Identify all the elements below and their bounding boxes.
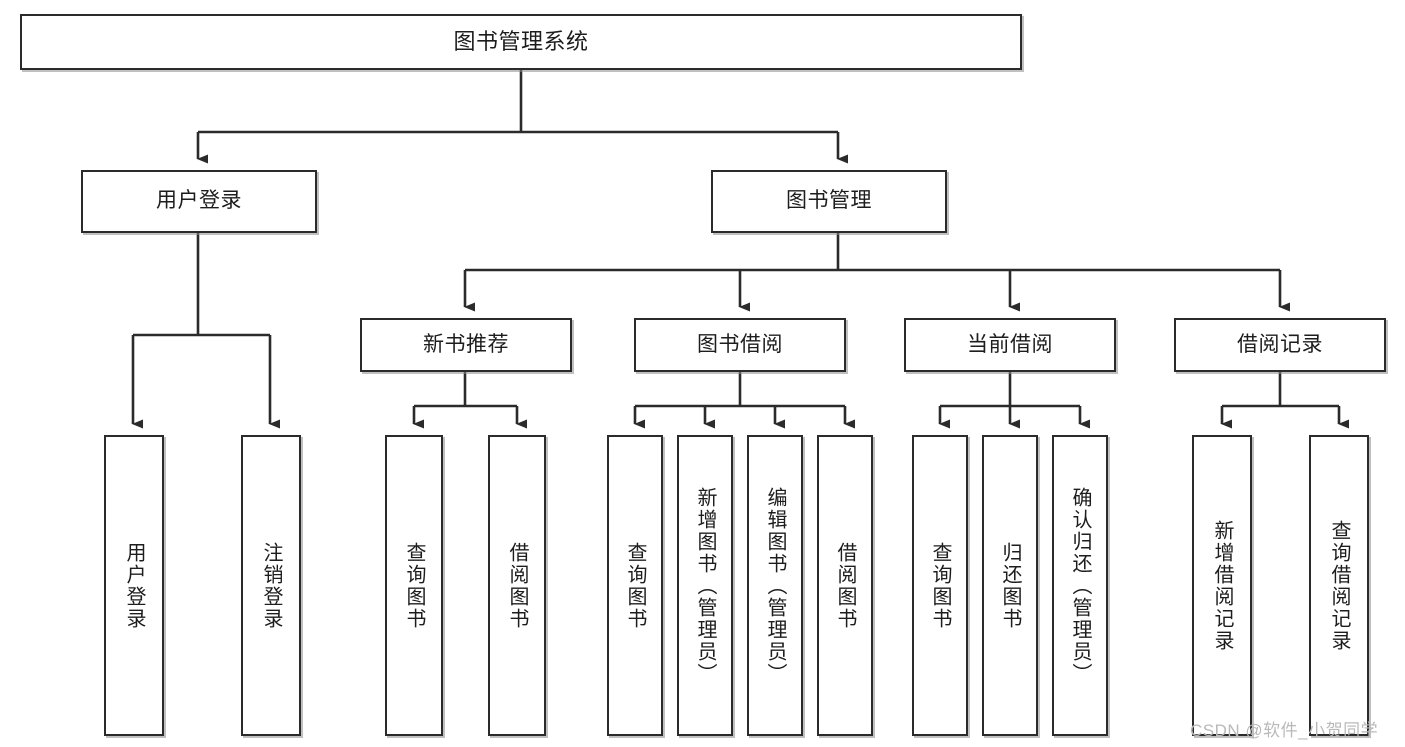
node-label: 查询图书 <box>929 541 951 630</box>
node-label: 归还图书 <box>999 541 1021 630</box>
node-label: 新书推荐 <box>423 332 509 356</box>
leaf-newbook-query-book[interactable]: 查询图书 <box>385 435 443 736</box>
node-root-system[interactable]: 图书管理系统 <box>20 14 1022 70</box>
node-label: 借阅记录 <box>1237 332 1323 356</box>
node-label: 查询借阅记录 <box>1328 519 1350 652</box>
node-label: 注销登录 <box>260 541 282 630</box>
node-label: 新增借阅记录 <box>1211 519 1233 652</box>
leaf-current-confirm-return-admin[interactable]: 确认归还（管理员） <box>1052 435 1108 736</box>
leaf-newbook-borrow-book[interactable]: 借阅图书 <box>488 435 546 736</box>
leaf-records-add-record[interactable]: 新增借阅记录 <box>1192 435 1252 736</box>
node-label: 编辑图书（管理员） <box>764 486 786 685</box>
node-borrow-records[interactable]: 借阅记录 <box>1174 318 1386 372</box>
leaf-current-return-book[interactable]: 归还图书 <box>982 435 1038 736</box>
node-label: 图书管理 <box>786 189 872 213</box>
node-label: 用户登录 <box>156 189 242 213</box>
node-user-login[interactable]: 用户登录 <box>81 170 317 233</box>
node-label: 查询图书 <box>624 541 646 630</box>
node-label: 图书管理系统 <box>453 29 589 55</box>
leaf-borrow-add-book-admin[interactable]: 新增图书（管理员） <box>677 435 733 736</box>
node-label: 当前借阅 <box>967 332 1053 356</box>
leaf-borrow-query-book[interactable]: 查询图书 <box>607 435 663 736</box>
node-label: 新增图书（管理员） <box>694 486 716 685</box>
watermark-text: CSDN @软件_小贺同学 <box>1190 721 1379 740</box>
leaf-user-login[interactable]: 用户登录 <box>104 435 164 736</box>
node-label: 确认归还（管理员） <box>1069 486 1091 685</box>
node-current-borrow[interactable]: 当前借阅 <box>904 318 1116 372</box>
node-book-borrow[interactable]: 图书借阅 <box>634 318 846 372</box>
node-label: 借阅图书 <box>506 541 528 630</box>
leaf-user-logout[interactable]: 注销登录 <box>241 435 301 736</box>
leaf-current-query-book[interactable]: 查询图书 <box>912 435 968 736</box>
node-label: 图书借阅 <box>697 332 783 356</box>
node-book-management[interactable]: 图书管理 <box>711 170 947 233</box>
node-label: 用户登录 <box>123 541 145 630</box>
leaf-borrow-borrow-book[interactable]: 借阅图书 <box>817 435 873 736</box>
node-label: 借阅图书 <box>834 541 856 630</box>
leaf-borrow-edit-book-admin[interactable]: 编辑图书（管理员） <box>747 435 803 736</box>
node-label: 查询图书 <box>403 541 425 630</box>
leaf-records-query-record[interactable]: 查询借阅记录 <box>1309 435 1369 736</box>
node-new-book-recommend[interactable]: 新书推荐 <box>360 318 572 372</box>
